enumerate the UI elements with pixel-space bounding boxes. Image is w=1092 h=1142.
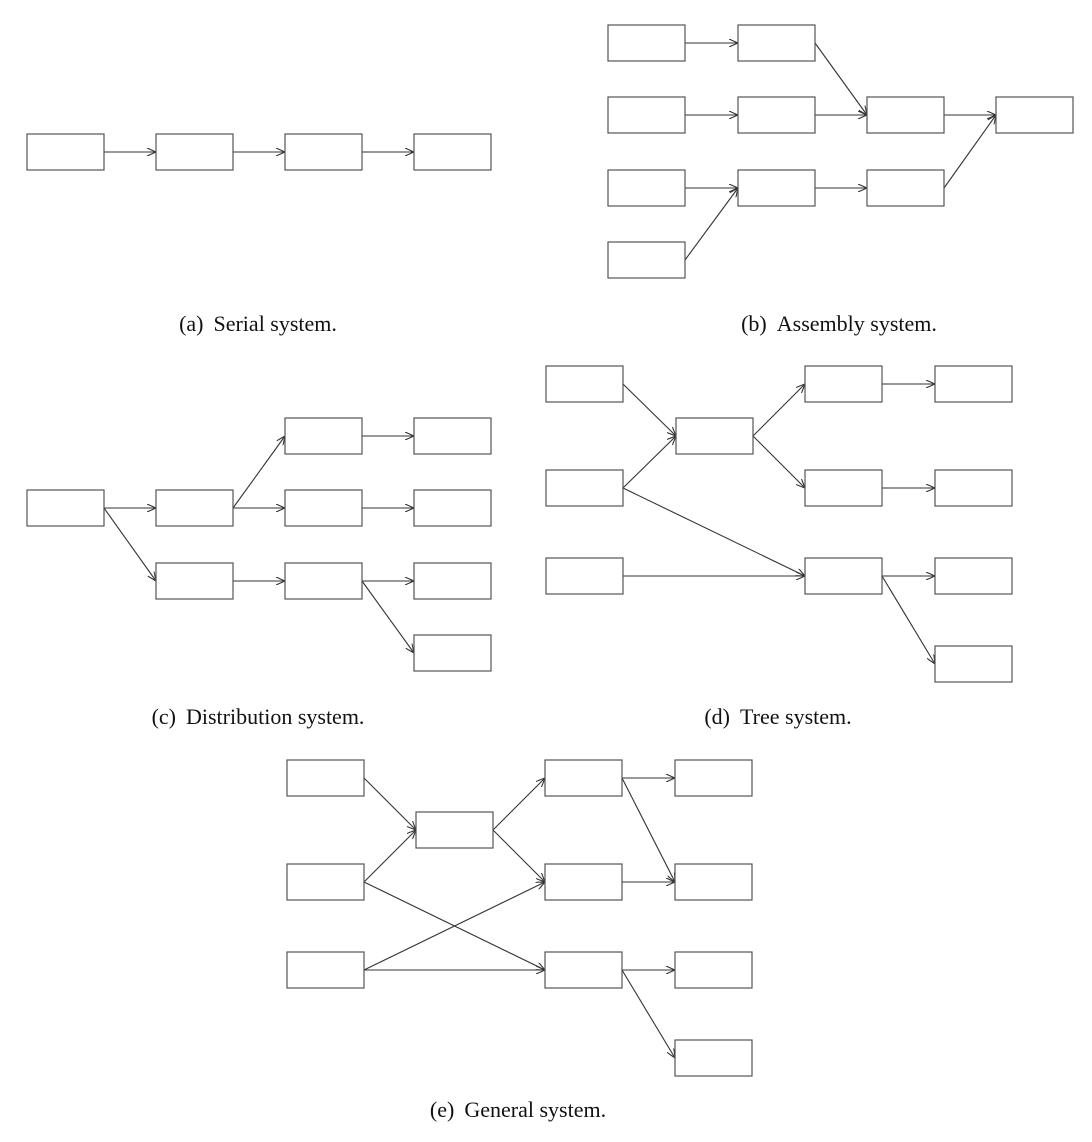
caption-label: (a) xyxy=(179,311,203,336)
stage-box-e9 xyxy=(674,863,753,901)
stage-box-e8 xyxy=(674,759,753,797)
flow-arrow-d4-to-d5 xyxy=(752,384,805,437)
stage-box-e1 xyxy=(286,759,365,797)
flow-arrow-b9-to-b10 xyxy=(943,115,996,189)
stage-box-d9 xyxy=(934,469,1013,507)
stage-box-c10 xyxy=(413,634,492,672)
tree-system-panel xyxy=(545,365,1013,683)
stage-box-a2 xyxy=(155,133,234,171)
assembly-system-panel xyxy=(607,24,1074,279)
caption-text: Assembly system. xyxy=(777,311,937,336)
caption-text: Tree system. xyxy=(740,704,852,729)
stage-box-e10 xyxy=(674,951,753,989)
stage-box-c1 xyxy=(26,489,105,527)
stage-box-e6 xyxy=(544,863,623,901)
stage-box-e7 xyxy=(544,951,623,989)
stage-box-a4 xyxy=(413,133,492,171)
flow-arrow-e7-to-e11 xyxy=(621,969,675,1058)
stage-box-d5 xyxy=(804,365,883,403)
stage-box-a3 xyxy=(284,133,363,171)
flow-arrow-e4-to-e5 xyxy=(492,778,545,831)
stage-box-b6 xyxy=(737,169,816,207)
stage-box-c4 xyxy=(284,417,363,455)
caption-distribution-system: (c) Distribution system. xyxy=(152,704,365,729)
stage-box-b2 xyxy=(737,24,816,62)
stage-box-b9 xyxy=(866,169,945,207)
flow-arrow-d7-to-d11 xyxy=(881,575,935,664)
stage-box-e5 xyxy=(544,759,623,797)
stage-box-d8 xyxy=(934,365,1013,403)
flow-arrow-d2-to-d7 xyxy=(622,487,805,576)
flow-arrow-d4-to-d6 xyxy=(752,435,805,488)
stage-box-d4 xyxy=(675,417,754,455)
stage-box-b8 xyxy=(866,96,945,134)
flow-arrow-d1-to-d4 xyxy=(622,383,676,436)
stage-box-a1 xyxy=(26,133,105,171)
caption-label: (c) xyxy=(152,704,176,729)
stage-box-b4 xyxy=(737,96,816,134)
stage-box-d11 xyxy=(934,645,1013,683)
stage-box-d2 xyxy=(545,469,624,507)
stage-box-b10 xyxy=(995,96,1074,134)
flow-arrow-e3-to-e6 xyxy=(363,882,545,971)
serial-system-panel xyxy=(26,133,492,171)
caption-assembly-system: (b) Assembly system. xyxy=(741,311,937,336)
caption-text: Distribution system. xyxy=(186,704,364,729)
caption-general-system: (e) General system. xyxy=(430,1097,606,1122)
stage-box-b1 xyxy=(607,24,686,62)
flow-arrow-c1-to-c3 xyxy=(103,507,156,581)
caption-serial-system: (a) Serial system. xyxy=(179,311,337,336)
stage-box-e3 xyxy=(286,951,365,989)
stage-box-b3 xyxy=(607,96,686,134)
stage-box-d10 xyxy=(934,557,1013,595)
stage-box-b5 xyxy=(607,169,686,207)
caption-tree-system: (d) Tree system. xyxy=(704,704,851,729)
stage-box-c5 xyxy=(284,489,363,527)
caption-label: (e) xyxy=(430,1097,454,1122)
caption-text: Serial system. xyxy=(213,311,336,336)
distribution-system-panel xyxy=(26,417,492,672)
stage-box-d7 xyxy=(804,557,883,595)
stage-box-e11 xyxy=(674,1039,753,1077)
flow-arrow-e2-to-e4 xyxy=(363,830,416,883)
stage-box-c9 xyxy=(413,562,492,600)
flow-arrow-e4-to-e6 xyxy=(492,829,545,882)
stage-box-d1 xyxy=(545,365,624,403)
stage-box-c3 xyxy=(155,562,234,600)
stage-box-d6 xyxy=(804,469,883,507)
stage-box-c8 xyxy=(413,489,492,527)
stage-box-c2 xyxy=(155,489,234,527)
general-system-panel xyxy=(286,759,753,1077)
flow-arrow-b2-to-b8 xyxy=(814,42,867,115)
stage-box-c6 xyxy=(284,562,363,600)
flow-arrow-d2-to-d4 xyxy=(622,436,676,489)
stage-box-c7 xyxy=(413,417,492,455)
flow-arrow-c6-to-c10 xyxy=(361,580,414,653)
flow-arrow-c2-to-c4 xyxy=(232,436,285,509)
flow-arrow-e1-to-e4 xyxy=(363,777,416,830)
flow-arrow-b7-to-b6 xyxy=(684,188,738,261)
caption-label: (b) xyxy=(741,311,767,336)
flow-arrow-e5-to-e9 xyxy=(621,777,675,882)
stage-box-d3 xyxy=(545,557,624,595)
stage-box-b7 xyxy=(607,241,686,279)
stage-box-e2 xyxy=(286,863,365,901)
caption-label: (d) xyxy=(704,704,730,729)
stage-box-e4 xyxy=(415,811,494,849)
caption-text: General system. xyxy=(464,1097,606,1122)
